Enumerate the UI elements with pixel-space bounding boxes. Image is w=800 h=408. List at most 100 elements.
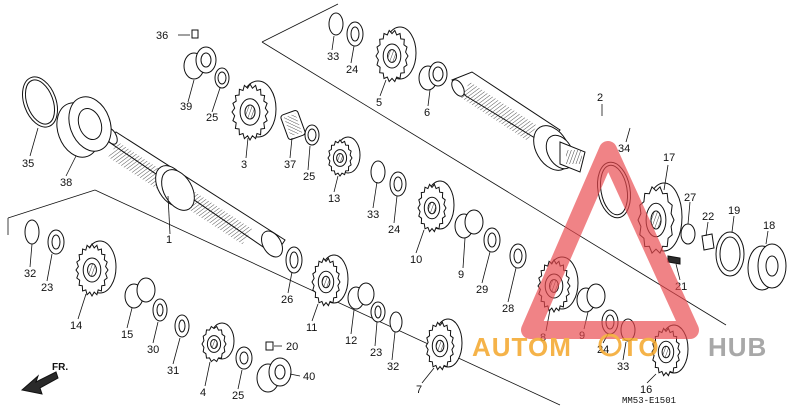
front-arrow-icon <box>20 371 59 395</box>
leader-line <box>29 243 33 268</box>
leader-line <box>211 87 221 113</box>
leader-line <box>126 307 133 329</box>
callout-39: 39 <box>180 101 192 113</box>
watermark-wheel-icon <box>598 333 622 357</box>
leader-line <box>77 293 87 320</box>
callout-24a: 24 <box>346 64 358 76</box>
callout-4: 4 <box>200 387 206 399</box>
callout-32b: 32 <box>24 268 36 280</box>
pin-36 <box>191 29 199 39</box>
callout-1: 1 <box>166 234 172 246</box>
callout-5: 5 <box>376 97 382 109</box>
callout-27: 27 <box>684 192 696 204</box>
leader-line <box>391 331 396 361</box>
leader-line <box>622 341 627 361</box>
callout-18: 18 <box>763 220 775 232</box>
callout-7: 7 <box>416 384 422 396</box>
callout-32a: 32 <box>387 361 399 373</box>
leader-line <box>372 181 378 209</box>
mainshaft <box>104 127 286 258</box>
screw-21 <box>667 255 681 265</box>
watermark-text-3: HUB <box>708 332 767 362</box>
small-parts <box>22 12 787 393</box>
callout-6: 6 <box>424 107 430 119</box>
watermark-text-2: TO <box>622 332 660 362</box>
countershaft <box>451 71 586 173</box>
gears-layer <box>75 26 689 377</box>
leader-line <box>427 89 431 107</box>
leader-line <box>350 45 355 64</box>
gear-7 <box>425 318 463 371</box>
callout-23b: 23 <box>41 282 53 294</box>
circlip-33-upper <box>328 12 344 36</box>
callout-23a: 23 <box>370 347 382 359</box>
leader-line <box>172 337 181 365</box>
callout-13: 13 <box>328 193 340 205</box>
leader-line <box>311 303 319 322</box>
leader-line <box>374 321 378 347</box>
callout-11: 11 <box>306 322 317 334</box>
leader-line <box>167 195 171 235</box>
leader-line <box>237 369 243 390</box>
gear-4 <box>201 322 235 363</box>
callout-20: 20 <box>286 341 298 353</box>
front-label: FR. <box>52 362 68 373</box>
leader-line <box>481 251 491 284</box>
callout-38: 38 <box>60 177 72 189</box>
callout-34: 34 <box>618 143 630 155</box>
callout-10: 10 <box>410 254 422 266</box>
leader-line <box>331 35 335 51</box>
callout-33b: 33 <box>367 209 379 221</box>
gear-5 <box>375 26 417 83</box>
callout-15: 15 <box>121 329 133 341</box>
callout-33c: 33 <box>617 361 629 373</box>
callout-22: 22 <box>702 211 714 223</box>
leader-line <box>625 127 631 143</box>
leader-line <box>46 253 53 282</box>
callout-25c: 25 <box>232 390 244 402</box>
watermark-text-1: AUTOM <box>472 332 572 362</box>
watermark: AUTOM TO HUB <box>472 141 767 362</box>
callout-35: 35 <box>22 158 34 170</box>
leader-line <box>421 367 435 384</box>
diagram-code: MM53-E1501 <box>622 396 676 406</box>
leader-line <box>350 309 355 335</box>
gear-11 <box>311 254 349 307</box>
callout-40: 40 <box>303 371 315 383</box>
circlip-32-mid <box>389 311 403 333</box>
callout-17: 17 <box>663 152 675 164</box>
leader-line <box>152 321 159 344</box>
callout-16: 16 <box>640 384 652 396</box>
leader-line <box>204 361 211 387</box>
callout-2: 2 <box>597 92 603 104</box>
gear-13 <box>327 136 361 177</box>
leader-line <box>379 79 387 97</box>
callout-25b: 25 <box>303 171 315 183</box>
callout-25a: 25 <box>206 112 218 124</box>
leader-line <box>765 230 769 245</box>
callout-19: 19 <box>728 205 740 217</box>
gear-3 <box>231 80 277 142</box>
leader-line <box>65 155 77 177</box>
front-direction-arrow: FR. <box>20 362 68 395</box>
leader-line <box>675 263 681 281</box>
gear-10 <box>417 180 455 233</box>
callout-14: 14 <box>70 320 82 332</box>
bolt-22 <box>701 233 715 251</box>
leader-line <box>245 137 249 159</box>
leader-line <box>29 127 39 157</box>
callout-37: 37 <box>284 159 296 171</box>
callout-9a: 9 <box>458 269 464 281</box>
washer-27 <box>680 223 696 245</box>
leader-line <box>287 271 293 294</box>
callout-33a: 33 <box>327 51 339 63</box>
leader-line <box>705 221 709 237</box>
leader-line <box>646 373 657 384</box>
leader-line <box>731 215 735 233</box>
callout-3: 3 <box>241 159 247 171</box>
leader-line <box>663 164 669 191</box>
leader-line <box>687 201 691 225</box>
callout-12: 12 <box>345 335 357 347</box>
leader-line <box>307 145 311 171</box>
